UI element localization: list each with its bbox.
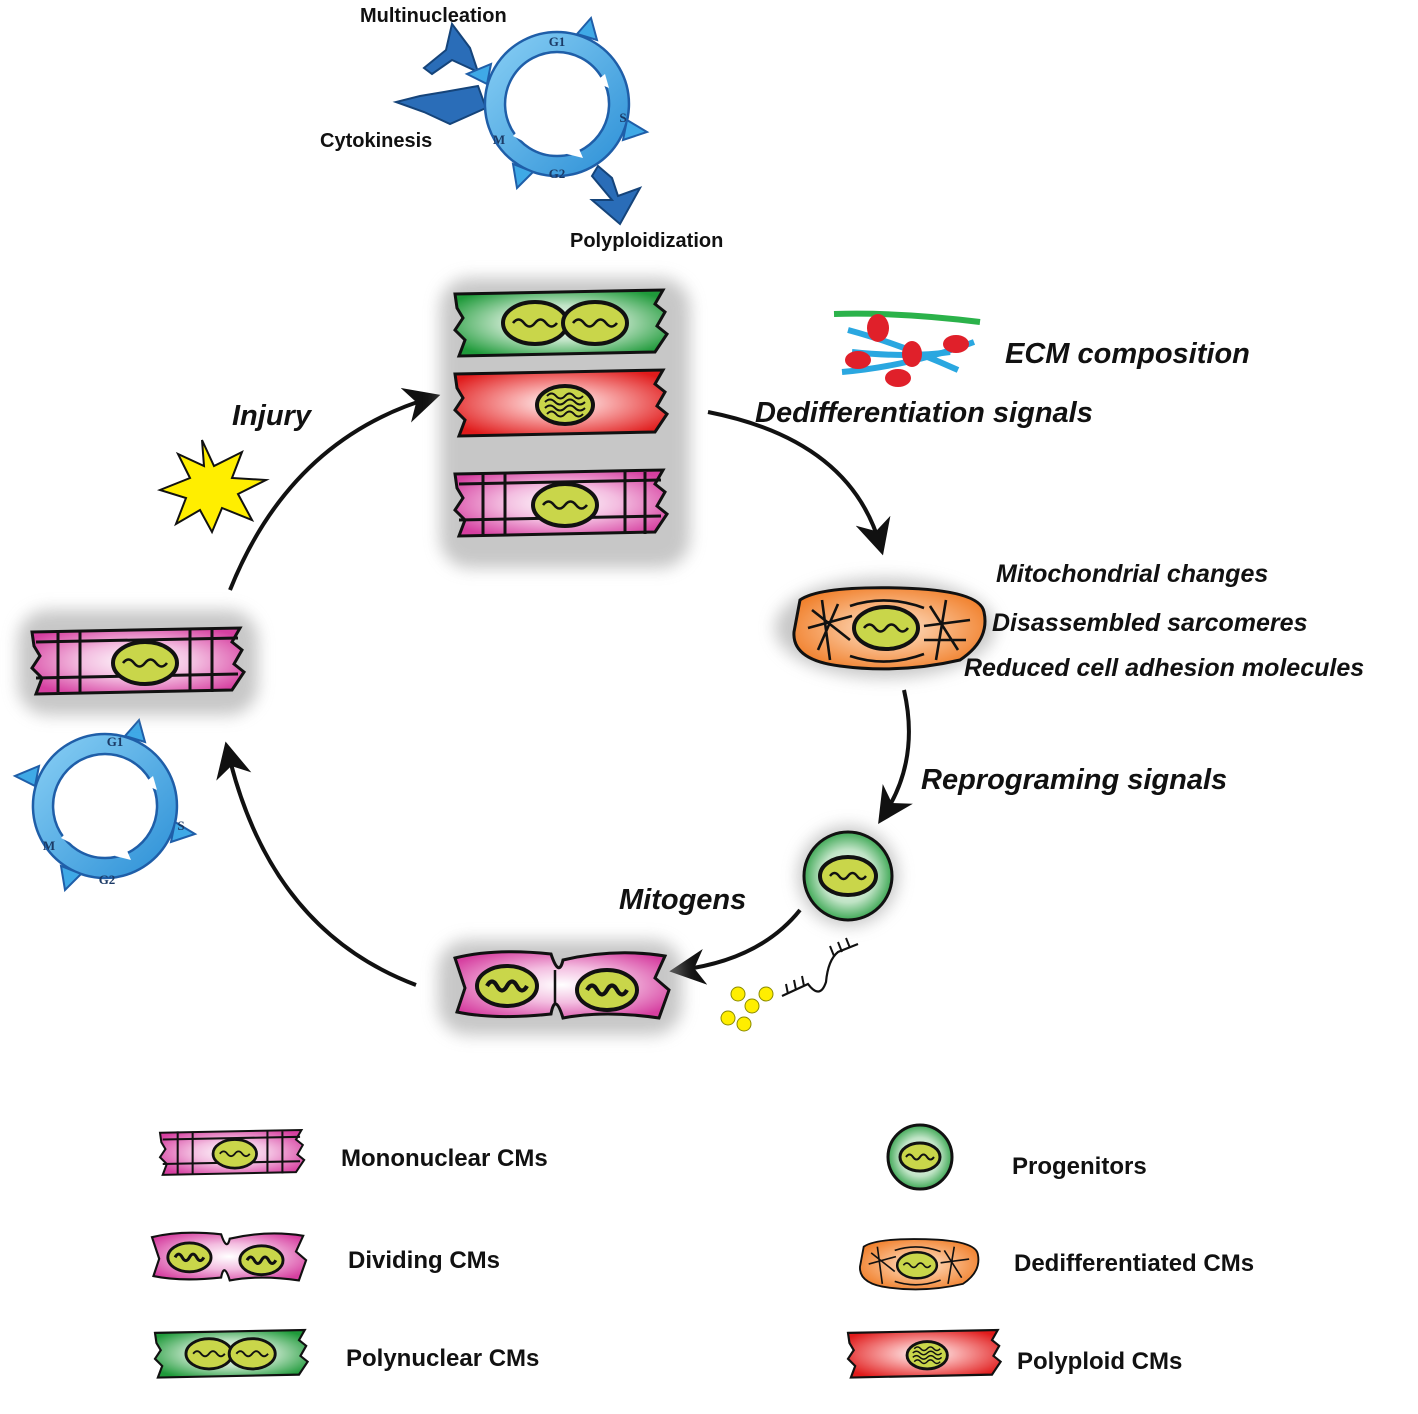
phase-g1: G1 xyxy=(107,734,124,749)
polynuclear-cm-cell xyxy=(453,288,669,358)
legend-mononuclear-label: Mononuclear CMs xyxy=(341,1145,548,1172)
legend-polyploid-icon xyxy=(846,1328,1002,1379)
cytokinesis-arrow xyxy=(392,84,488,126)
dedifferentiation-signals-label: Dedifferentiation signals xyxy=(755,397,1093,429)
top-cell-stack xyxy=(440,278,690,568)
polyploidization-arrow xyxy=(589,164,643,226)
phase-m: M xyxy=(493,132,505,147)
reprograming-signals-label: Reprograming signals xyxy=(921,764,1228,796)
injury-label: Injury xyxy=(232,400,311,432)
ecm-composition-label: ECM composition xyxy=(1005,338,1250,370)
mitochondrial-changes-label: Mitochondrial changes xyxy=(996,560,1269,588)
progenitor-cell xyxy=(798,826,898,926)
legend-mononuclear-icon xyxy=(158,1128,306,1176)
legend-dedifferentiated-label: Dedifferentiated CMs xyxy=(1014,1250,1255,1277)
cytokinesis-label: Cytokinesis xyxy=(320,130,433,152)
arrow-reprograming xyxy=(878,689,913,825)
phase-g1: G1 xyxy=(549,34,566,49)
legend-progenitor-icon xyxy=(886,1123,954,1191)
arrow-return xyxy=(216,741,417,987)
phase-m: M xyxy=(43,838,55,853)
arrow-dedifferentiation xyxy=(707,410,891,556)
legend-progenitors-label: Progenitors xyxy=(1012,1153,1147,1180)
polyploid-cm-cell xyxy=(453,368,669,438)
mitogens-label: Mitogens xyxy=(619,884,747,916)
legend-dividing-icon xyxy=(150,1231,308,1282)
phase-g2: G2 xyxy=(549,166,566,181)
polyploidization-label: Polyploidization xyxy=(570,230,724,252)
phase-g2: G2 xyxy=(99,872,116,887)
injury-star-icon xyxy=(156,439,270,535)
mononuclear-cm-cell-top xyxy=(453,468,669,538)
cycle-arrows xyxy=(216,388,913,987)
legend-icons xyxy=(150,1123,1002,1379)
mitogen-icon xyxy=(720,937,859,1032)
multinucleation-label: Multinucleation xyxy=(360,5,507,27)
top-cycle-ring: G1 S G2 M xyxy=(465,16,649,190)
arrow-injury xyxy=(228,388,441,591)
multinucleation-arrow xyxy=(422,21,480,76)
ecm-icon xyxy=(833,310,981,387)
disassembled-sarcomeres-label: Disassembled sarcomeres xyxy=(992,609,1308,637)
top-cell-cycle: G1 S G2 M xyxy=(392,16,649,226)
legend-dedifferentiated-icon xyxy=(859,1238,980,1291)
reduced-adhesion-label: Reduced cell adhesion molecules xyxy=(964,654,1365,682)
legend-polynuclear-icon xyxy=(153,1328,309,1379)
legend-dividing-label: Dividing CMs xyxy=(348,1247,501,1274)
arrow-mitogens xyxy=(669,908,802,985)
legend-polynuclear-label: Polynuclear CMs xyxy=(346,1345,540,1372)
dividing-cm-cell xyxy=(438,940,682,1035)
phase-s: S xyxy=(619,110,626,125)
legend-polyploid-label: Polyploid CMs xyxy=(1017,1348,1183,1375)
dedifferentiated-cm-cell xyxy=(775,578,995,678)
phase-s: S xyxy=(177,818,184,833)
mononuclear-cm-cell-left xyxy=(18,610,258,715)
left-cycle-ring: G1 S G2 M xyxy=(13,718,197,892)
